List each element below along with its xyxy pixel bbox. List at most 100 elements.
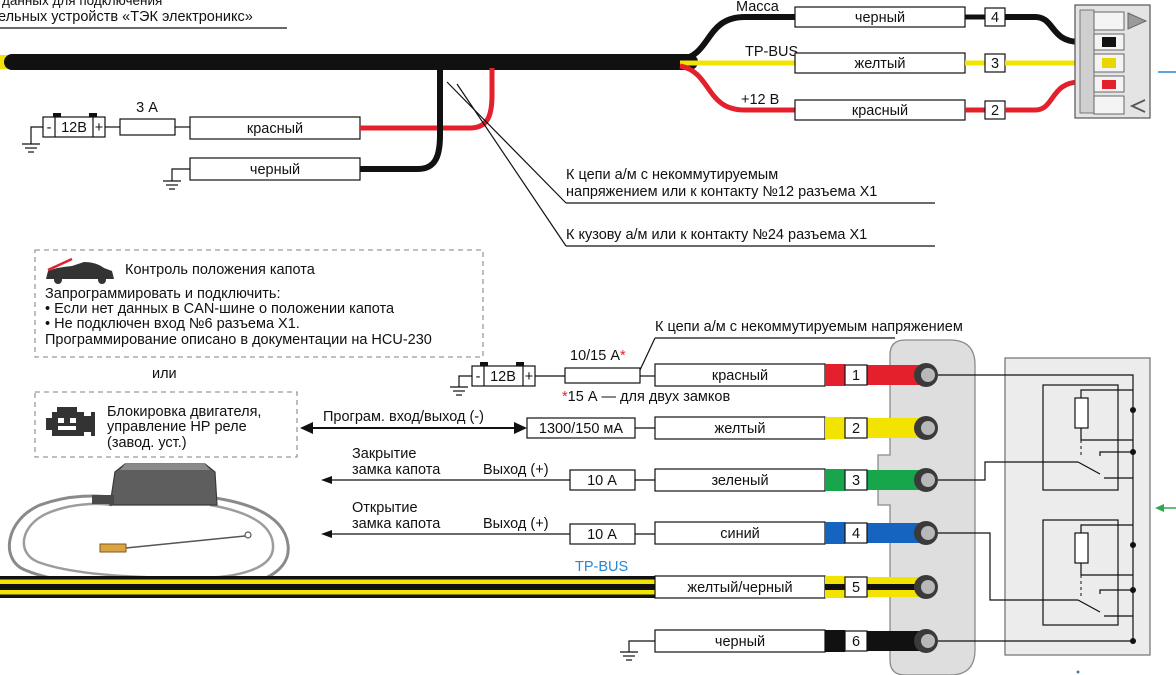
battery-plus: + — [525, 369, 533, 385]
battery-plus: + — [95, 120, 103, 136]
relay-line-open — [938, 532, 1078, 601]
hood-box-frame — [34, 249, 484, 358]
prog-io-fuse-label: 1300/150 мА — [539, 421, 623, 437]
pin-socket-5-inner — [921, 580, 935, 594]
connector-rows: красный 1 желтый 2 — [654, 363, 938, 653]
pin-socket-6-inner — [921, 634, 935, 648]
relay-1-coil-lead-top — [1080, 389, 1133, 398]
hood-box-line-1: Запрограммировать и подключить: — [45, 286, 280, 302]
close-fuse-label: 10 А — [587, 473, 617, 489]
pin-box-4 — [844, 522, 868, 544]
wire-label-black: черный — [715, 634, 765, 650]
color-block-black-stripe — [825, 584, 845, 590]
wire-to-connector-red — [1005, 79, 1081, 113]
close-output-label: Выход (+) — [483, 462, 549, 478]
pin-number-2: 2 — [852, 421, 860, 437]
relay-node — [1130, 407, 1136, 413]
or-text: или — [152, 366, 177, 382]
wire-label-red: красный — [852, 103, 908, 119]
relay-1-coil — [1074, 397, 1089, 429]
fuse-main-value: 10/15 А — [570, 348, 620, 364]
color-block-yellow — [825, 417, 845, 439]
label-plus12: +12 В — [741, 92, 779, 108]
pin-number-6: 6 — [852, 634, 860, 650]
wire-label-yellow: желтый — [715, 421, 766, 437]
relay-node — [1130, 542, 1136, 548]
battery-terminal-plus — [89, 113, 97, 117]
pin-number-4: 4 — [991, 10, 999, 26]
arrow-left-icon — [300, 422, 313, 434]
top-connector — [1074, 4, 1151, 119]
relay-2-coil — [1074, 532, 1089, 564]
hood-box-line-3: • Не подключен вход №6 разъема X1. — [45, 316, 300, 332]
header-line-2: ельных устройств «ТЭК электроникс» — [0, 9, 253, 25]
wire-label-yellow-black: желтый/черный — [687, 580, 792, 596]
fuse-3a — [119, 118, 176, 136]
relay-2-coil-lead-top — [1080, 524, 1133, 533]
wire-label-power-red: красный — [247, 121, 303, 137]
engine-box-line-3: (завод. уст.) — [107, 435, 187, 451]
battery-voltage: 12В — [490, 369, 516, 385]
close-label-line-2: замка капота — [352, 462, 441, 478]
header: данных для подключения ельных устройств … — [0, 0, 287, 29]
label-ground: Масса — [736, 0, 780, 15]
pin-socket-4-inner — [921, 526, 935, 540]
color-block-black — [825, 630, 845, 652]
relay-node — [1130, 638, 1136, 644]
bottom-power-note: К цепи а/м с некоммутируемым напряжением — [655, 319, 963, 335]
color-block-red — [825, 364, 845, 386]
battery-minus: - — [47, 120, 52, 136]
open-label-line-1: Открытие — [352, 500, 418, 516]
main-connector-body — [877, 339, 976, 675]
wire-label-red: красный — [712, 368, 768, 384]
battery-minus: - — [476, 369, 481, 385]
open-fuse-label: 10 А — [587, 527, 617, 543]
wire-ground-black — [360, 68, 443, 172]
fuse-main-label: 10/15 А* — [570, 348, 626, 364]
ground-symbol-bottom-battery — [450, 375, 472, 396]
relay-1-contact-no — [1099, 451, 1133, 456]
pin-box-5 — [844, 576, 868, 598]
fuse-main-asterisk: * — [620, 348, 626, 364]
hood-box-title: Контроль положения капота — [125, 262, 316, 278]
row-2: желтый 2 — [654, 416, 938, 440]
label-tpbus: TP-BUS — [745, 44, 798, 60]
relay-line-close — [938, 461, 1078, 481]
hood-control-box: Контроль положения капота Запрограммиров… — [34, 249, 484, 358]
battery-voltage: 12В — [61, 120, 87, 136]
hood-lock-actuator-illustration — [8, 463, 290, 592]
pin-socket-3-inner — [921, 473, 935, 487]
pin-socket-1-inner — [921, 368, 935, 382]
color-block-blue — [825, 522, 845, 544]
relay-1-switch — [1077, 461, 1101, 475]
connector-slot-1 — [1093, 11, 1125, 31]
relay-1-frame — [1042, 384, 1119, 491]
header-line-1: данных для подключения — [2, 0, 162, 8]
relay-2-switch — [1077, 599, 1101, 613]
prog-io-label: Програм. вход/выход (-) — [323, 409, 484, 425]
wire-ground-branch — [679, 14, 795, 63]
fuse-note: *15 А — для двух замков — [562, 389, 730, 405]
relay-2-frame — [1042, 519, 1119, 626]
relay-module — [938, 357, 1151, 656]
open-output-label: Выход (+) — [483, 516, 549, 532]
wire-label-black: черный — [855, 10, 905, 26]
ground-symbol-row6 — [620, 640, 655, 661]
green-arrow-icon — [1155, 504, 1164, 512]
fuse-main — [564, 367, 641, 384]
battery-terminal-plus — [516, 362, 524, 366]
wire-label-ground-black: черный — [250, 162, 300, 178]
open-label-line-2: замка капота — [352, 516, 441, 532]
row-5: желтый/черный 5 — [654, 575, 938, 599]
edge-blue-dot — [1076, 670, 1080, 674]
battery-terminal-minus — [480, 362, 488, 366]
wire-label-yellow: желтый — [855, 56, 906, 72]
connector-slot-5 — [1093, 95, 1125, 115]
relay-2-contact-no — [1099, 589, 1133, 594]
engine-box-frame — [34, 391, 298, 458]
arrow-left-icon — [321, 476, 332, 484]
pin-number-2: 2 — [991, 103, 999, 119]
pin-number-3: 3 — [852, 473, 860, 489]
connector-pin-yellow — [1102, 58, 1116, 68]
engine-icon — [46, 407, 95, 436]
